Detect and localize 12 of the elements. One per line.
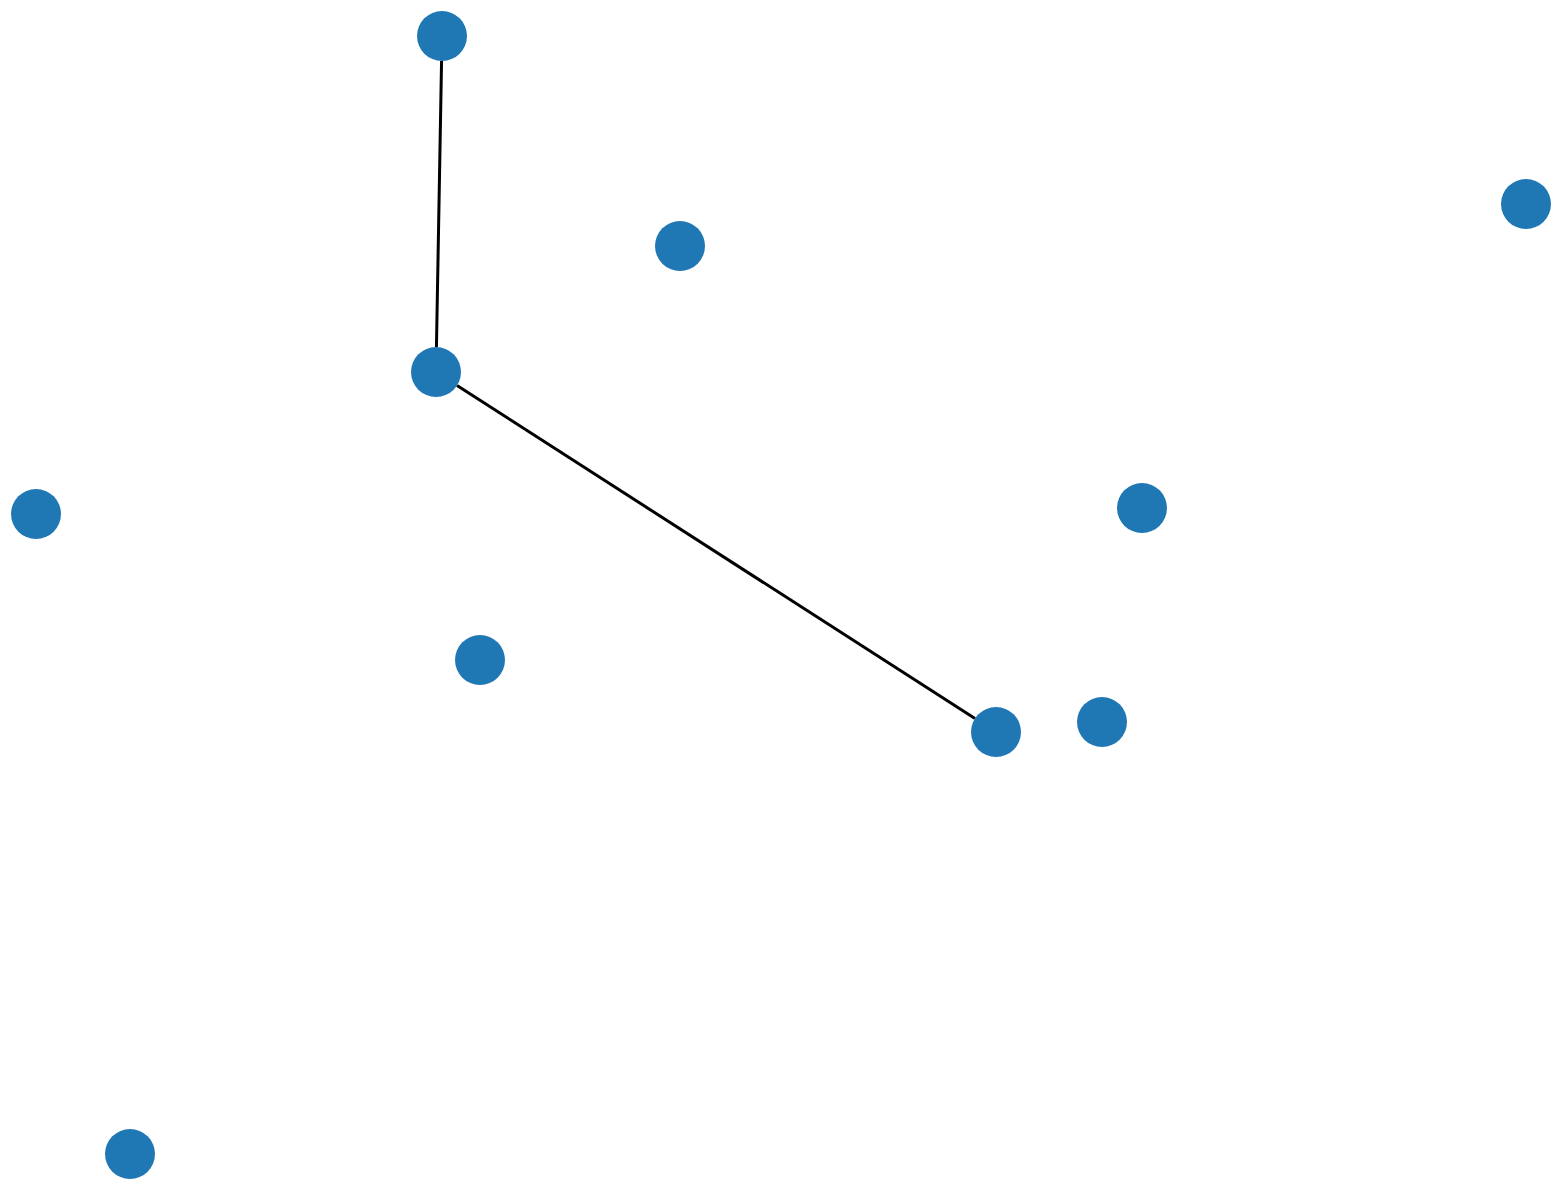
- node-circle: [971, 707, 1021, 757]
- node-circle: [105, 1129, 155, 1179]
- connector-line: [456, 384, 976, 720]
- node-circle: [1501, 179, 1551, 229]
- node-circle: [1117, 483, 1167, 533]
- node-circle: [11, 489, 61, 539]
- node-circle: [455, 635, 505, 685]
- node-circle: [417, 11, 467, 61]
- connector-line: [434, 60, 444, 348]
- node-circle: [411, 347, 461, 397]
- node-circle: [1077, 697, 1127, 747]
- node-circle: [655, 221, 705, 271]
